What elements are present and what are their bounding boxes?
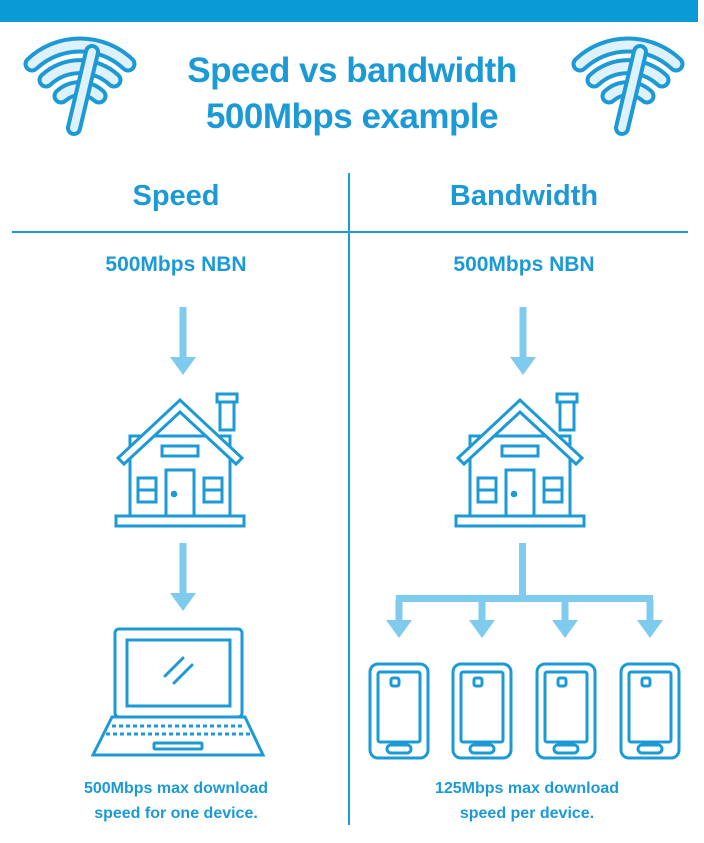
arrow-down-icon-device-2 xyxy=(469,600,495,638)
bandwidth-caption-line-2: speed per device. xyxy=(459,805,595,822)
bandwidth-heading: Bandwidth xyxy=(449,180,599,212)
arrow-down-icon-speed-top xyxy=(170,307,196,375)
smartphone-icon-2 xyxy=(451,662,513,760)
house-icon-speed xyxy=(114,392,246,528)
bandwidth-caption-line-1: 125Mbps max download xyxy=(434,780,620,797)
speed-caption: 500Mbps max download speed for one devic… xyxy=(8,776,344,826)
speed-source-label: 500Mbps NBN xyxy=(105,253,247,276)
arrow-down-icon-device-3 xyxy=(552,600,578,638)
bandwidth-caption: 125Mbps max download speed per device. xyxy=(359,776,695,826)
speed-caption-line-2: speed for one device. xyxy=(94,805,258,822)
header-divider xyxy=(12,231,688,233)
laptop-icon xyxy=(90,627,266,757)
title-line-1: Speed vs bandwidth xyxy=(187,51,517,90)
wifi-icon-left xyxy=(32,45,128,128)
distribution-lines xyxy=(396,543,653,602)
smartphone-icon-3 xyxy=(535,662,597,760)
bandwidth-source-label: 500Mbps NBN xyxy=(453,253,595,276)
title-line-2: 500Mbps example xyxy=(205,97,499,136)
top-banner xyxy=(0,0,698,22)
house-icon-bandwidth xyxy=(454,392,586,528)
arrow-down-icon-speed-bottom xyxy=(170,543,196,611)
arrow-down-icon-device-4 xyxy=(637,600,663,638)
smartphone-icon-4 xyxy=(619,662,681,760)
wifi-icon-right xyxy=(580,45,676,128)
column-divider xyxy=(348,173,350,825)
smartphone-icon-1 xyxy=(368,662,430,760)
speed-caption-line-1: 500Mbps max download xyxy=(83,780,269,797)
arrow-down-icon-bandwidth-top xyxy=(510,307,536,375)
speed-heading: Speed xyxy=(132,180,220,212)
page-title: Speed vs bandwidth 500Mbps example xyxy=(140,48,564,140)
arrow-down-icon-device-1 xyxy=(386,600,412,638)
